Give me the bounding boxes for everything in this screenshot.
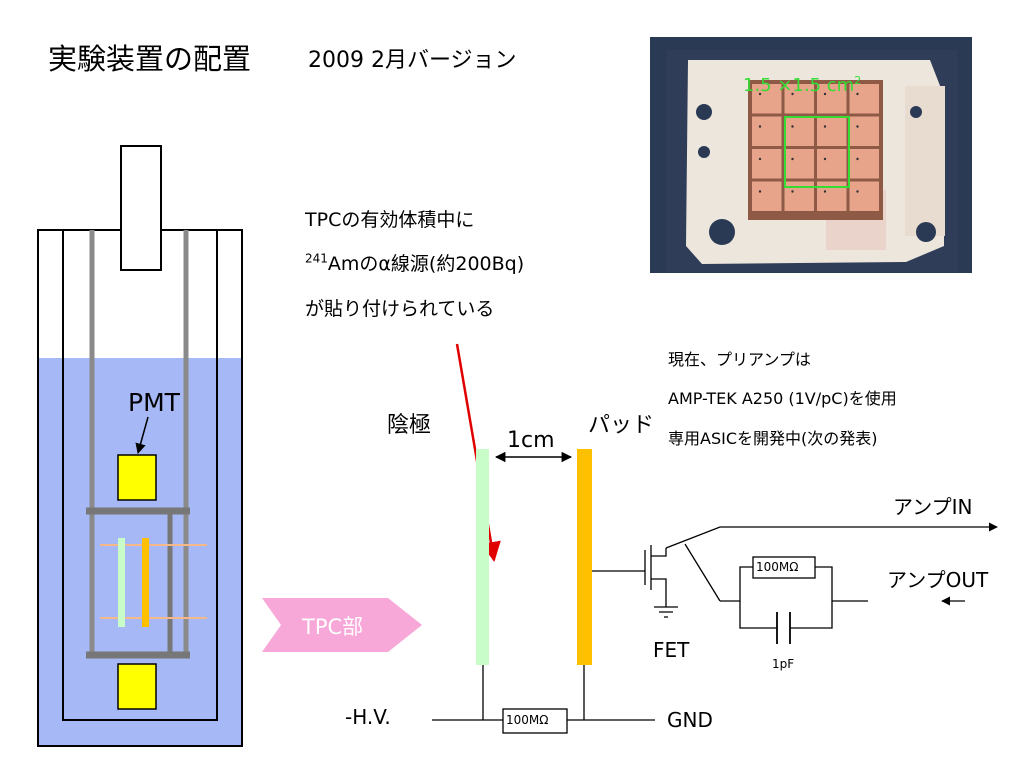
pmt-pointer-arrow <box>135 416 149 455</box>
pad-via <box>856 157 859 161</box>
hv-label: -H.V. <box>345 705 391 729</box>
slide-subtitle: 2009 2月バージョン <box>308 48 517 73</box>
readout-pad <box>817 149 847 179</box>
tpc-arrow-shape <box>262 598 422 652</box>
tpc-section-label: TPC部 <box>302 615 364 639</box>
mini-pad <box>142 538 149 627</box>
readout-pad <box>784 84 814 114</box>
amp-in-line <box>665 526 905 549</box>
pad-via <box>791 190 794 193</box>
readout-pad <box>784 149 814 179</box>
source-note-line1: TPCの有効体積中に <box>305 209 475 231</box>
readout-pad <box>784 181 814 211</box>
preamp-note-line3: 専用ASICを開発中(次の発表) <box>668 429 878 448</box>
gnd-wire <box>567 665 655 721</box>
pad-via <box>823 125 827 128</box>
pad-plate <box>577 449 592 665</box>
cathode-plate <box>476 449 489 665</box>
readout-pad <box>752 149 782 179</box>
pmt-label: PMT <box>128 388 180 417</box>
cathode-label: 陰極 <box>387 413 432 438</box>
bias-resistor-label: 100MΩ <box>506 713 549 727</box>
pad-label: パッド <box>588 413 655 438</box>
pad-board-photo <box>650 37 972 273</box>
pad-via <box>856 92 859 96</box>
slide-title: 実験装置の配置 <box>48 42 252 76</box>
photo-area-label-text: 1.5 ×1.5 cm <box>743 75 855 96</box>
pmt-top <box>117 454 157 501</box>
cryostat <box>37 145 243 747</box>
readout-pad <box>849 84 879 114</box>
fet-to-feedback <box>684 543 721 602</box>
readout-pad <box>817 116 847 146</box>
gap-label: 1cm <box>507 428 555 453</box>
source-note-line3: が貼り付けられている <box>305 298 495 320</box>
source-note-line2: 241Amのα線源(約200Bq) <box>305 249 524 276</box>
preamp-note-line1: 現在、プリアンプは <box>668 350 811 369</box>
photo-area-label: 1.5 ×1.5 cm2 <box>743 74 861 96</box>
fet-label: FET <box>653 638 690 662</box>
readout-pad <box>849 149 879 179</box>
active-area-box <box>784 116 850 188</box>
feedback-loop <box>720 566 868 602</box>
bias-resistor-body <box>502 708 568 734</box>
source-note-line2-text: Amのα線源(約200Bq) <box>327 253 525 275</box>
feedback-cap-plates <box>776 612 791 644</box>
preamp-note-line2: AMP-TEK A250 (1V/pC)を使用 <box>668 389 897 408</box>
readout-pad <box>752 84 782 114</box>
pad-via <box>856 190 859 193</box>
pad-via <box>823 190 827 193</box>
pad-via <box>856 125 859 128</box>
feedthrough <box>120 145 162 271</box>
gnd-label: GND <box>667 708 713 732</box>
feedback-resistor-label: 100MΩ <box>756 560 799 574</box>
isotope-mass-number: 241 <box>305 251 328 266</box>
readout-pad <box>817 181 847 211</box>
readout-pad <box>817 84 847 114</box>
readout-pad <box>784 116 814 146</box>
mini-cathode <box>118 538 125 627</box>
fet-ground <box>654 603 678 618</box>
readout-pad <box>849 116 879 146</box>
readout-pad <box>752 116 782 146</box>
amp-out-label: アンプOUT <box>887 568 989 592</box>
readout-pad <box>752 181 782 211</box>
pad-via <box>758 125 762 128</box>
pad-via <box>791 157 794 161</box>
pad-via <box>758 92 762 96</box>
pad-via <box>758 190 762 193</box>
pmt-bottom <box>117 663 157 710</box>
pad-via <box>823 92 827 96</box>
amp-in-label: アンプIN <box>893 495 973 519</box>
pad-via <box>791 92 794 96</box>
pad-via <box>791 125 794 128</box>
photo-area-label-unit-power: 2 <box>854 74 862 87</box>
pad-via <box>823 157 827 161</box>
feedback-cap-loop <box>739 601 833 629</box>
pad-via <box>758 157 762 161</box>
readout-pad <box>849 181 879 211</box>
feedback-resistor-body <box>752 556 816 579</box>
readout-circuit <box>432 526 905 734</box>
fet-symbol <box>644 545 667 603</box>
hv-wire <box>432 665 503 721</box>
feedback-cap-label: 1pF <box>772 657 795 671</box>
